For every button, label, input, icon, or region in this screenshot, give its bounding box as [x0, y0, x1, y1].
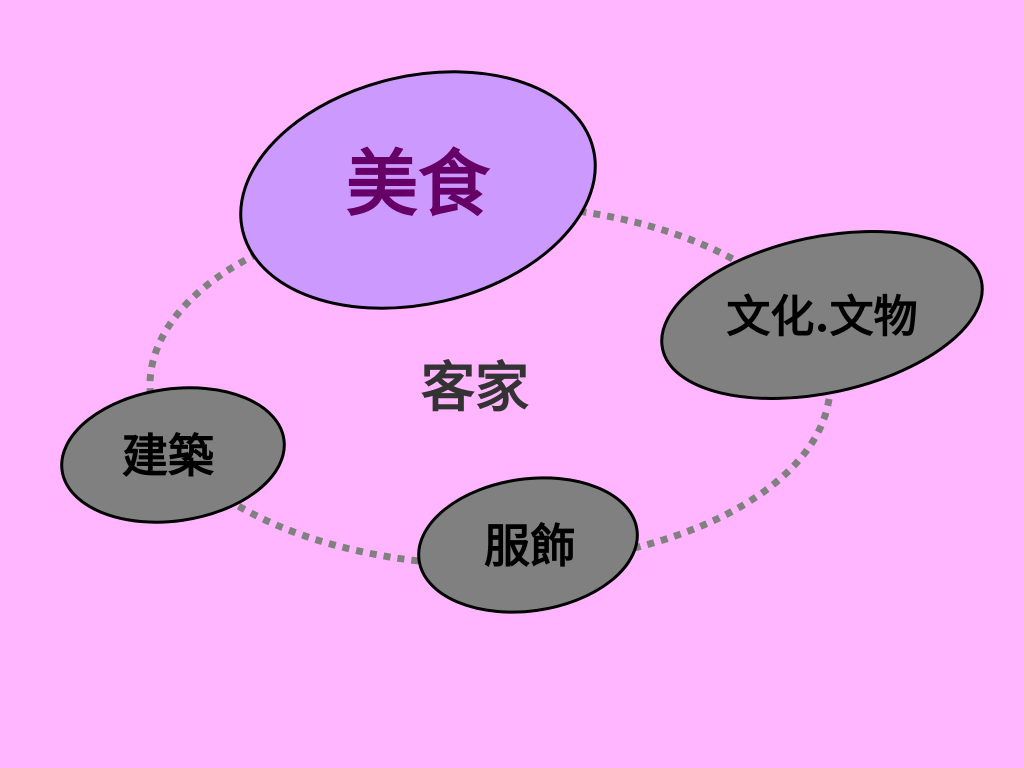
node-food-label: 美食 [346, 141, 491, 226]
node-culture-shape [660, 230, 984, 400]
node-food: 美食 [239, 70, 597, 310]
node-architecture-shape [60, 386, 286, 524]
node-architecture-label: 建築 [122, 429, 215, 483]
node-culture-label: 文化.文物 [726, 292, 917, 343]
node-culture: 文化.文物 [660, 230, 984, 400]
center-label: 客家 [421, 355, 529, 419]
node-food-shape [239, 70, 597, 310]
node-clothing-shape [417, 476, 639, 614]
node-architecture: 建築 [60, 386, 286, 524]
node-clothing-label: 服飾 [484, 519, 576, 573]
node-clothing: 服飾 [417, 476, 639, 614]
